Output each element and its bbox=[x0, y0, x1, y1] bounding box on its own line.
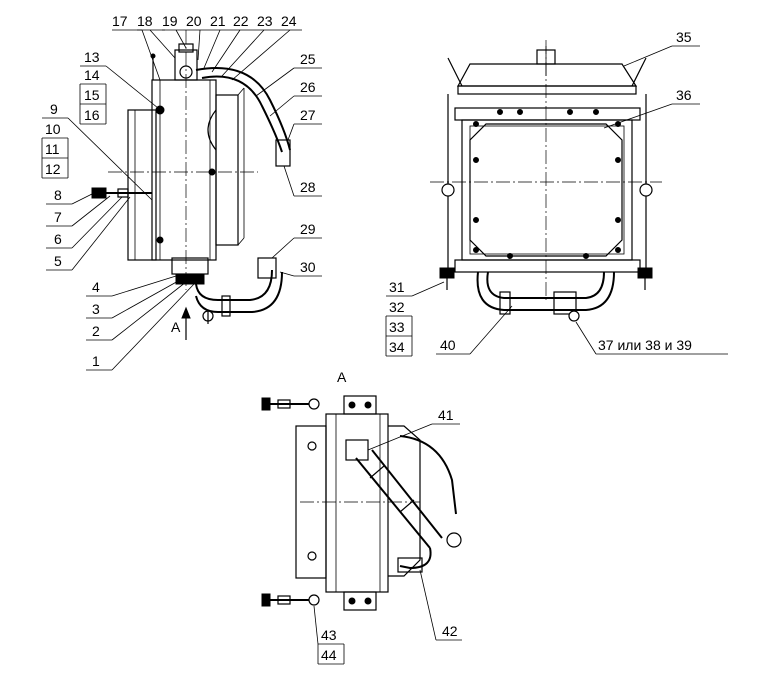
callout-8: 8 bbox=[54, 187, 62, 203]
callout-34: 34 bbox=[389, 339, 405, 355]
callout-2: 2 bbox=[92, 323, 100, 339]
bottom-callouts bbox=[313, 423, 462, 665]
callout-25: 25 bbox=[300, 51, 316, 67]
callout-43: 43 bbox=[321, 627, 337, 643]
callout-37-38-39: 37 или 38 и 39 bbox=[598, 337, 692, 353]
callout-23: 23 bbox=[257, 13, 273, 29]
view-a: А bbox=[261, 369, 462, 611]
callout-26: 26 bbox=[300, 79, 316, 95]
callout-32: 32 bbox=[389, 299, 405, 315]
callout-13: 13 bbox=[84, 49, 100, 65]
callout-1: 1 bbox=[92, 353, 100, 369]
callout-10: 10 bbox=[45, 121, 61, 137]
callout-6: 6 bbox=[54, 231, 62, 247]
callout-18: 18 bbox=[137, 13, 153, 29]
callout-33: 33 bbox=[389, 319, 405, 335]
callout-29: 29 bbox=[300, 221, 316, 237]
callout-4: 4 bbox=[92, 279, 100, 295]
front-view bbox=[430, 40, 662, 322]
right-callout-labels: 35 36 31 32 33 34 40 37 или 38 и 39 bbox=[389, 29, 692, 355]
callout-36: 36 bbox=[676, 87, 692, 103]
left-callout-labels: 17 18 19 20 21 22 23 24 25 26 27 28 29 3… bbox=[45, 13, 316, 369]
callout-14: 14 bbox=[84, 67, 100, 83]
callout-16: 16 bbox=[84, 107, 100, 123]
side-view: А bbox=[91, 30, 291, 340]
callout-15: 15 bbox=[84, 87, 100, 103]
view-a-title: А bbox=[337, 369, 347, 385]
right-callouts bbox=[385, 45, 728, 357]
left-callouts bbox=[41, 29, 322, 371]
callout-30: 30 bbox=[300, 259, 316, 275]
callout-19: 19 bbox=[162, 13, 178, 29]
callout-31: 31 bbox=[389, 279, 405, 295]
callout-5: 5 bbox=[54, 253, 62, 269]
callout-12: 12 bbox=[45, 161, 61, 177]
callout-11: 11 bbox=[45, 141, 60, 157]
callout-20: 20 bbox=[186, 13, 202, 29]
callout-22: 22 bbox=[233, 13, 249, 29]
callout-21: 21 bbox=[210, 13, 226, 29]
callout-7: 7 bbox=[54, 209, 62, 225]
callout-35: 35 bbox=[676, 29, 692, 45]
callout-24: 24 bbox=[281, 13, 297, 29]
callout-44: 44 bbox=[321, 647, 337, 663]
callout-27: 27 bbox=[300, 107, 316, 123]
callout-17: 17 bbox=[112, 13, 128, 29]
view-arrow-label: А bbox=[171, 319, 181, 335]
callout-28: 28 bbox=[300, 179, 316, 195]
callout-40: 40 bbox=[440, 337, 456, 353]
bottom-callout-labels: 41 42 43 44 bbox=[321, 407, 458, 663]
callout-9: 9 bbox=[50, 101, 58, 117]
callout-3: 3 bbox=[92, 301, 100, 317]
callout-42: 42 bbox=[442, 623, 458, 639]
callout-41: 41 bbox=[438, 407, 454, 423]
